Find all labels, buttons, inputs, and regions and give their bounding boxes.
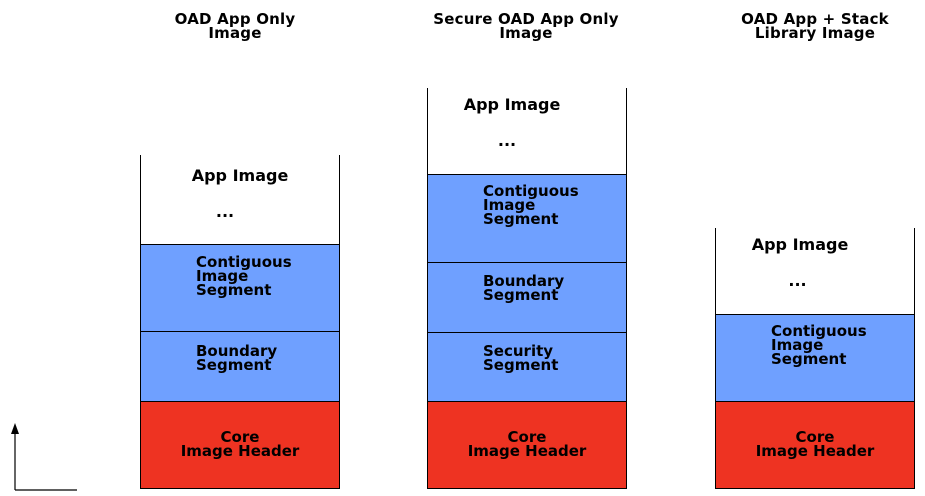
security-label: Security Segment <box>483 342 559 374</box>
title-oad-app-only: OAD App Only Image <box>174 10 296 42</box>
contiguous-label: Contiguous Image Segment <box>196 253 292 299</box>
core-image-header: Core Image Header <box>140 401 340 489</box>
app-image-text: App Image <box>751 235 849 254</box>
app-image-ellipsis: ... <box>788 271 807 290</box>
core-image-header: Core Image Header <box>427 401 627 489</box>
app-image-label: App Image ... <box>170 149 310 239</box>
contiguous-image-segment: Contiguous Image Segment <box>715 314 915 402</box>
contiguous-image-segment: Contiguous Image Segment <box>427 174 627 263</box>
title-oad-app-stack-library: OAD App + Stack Library Image <box>741 10 889 42</box>
core-image-header: Core Image Header <box>715 401 915 489</box>
contiguous-image-segment: Contiguous Image Segment <box>140 244 340 332</box>
title-secure-oad-app-only: Secure OAD App Only Image <box>433 10 619 42</box>
app-image-label: App Image ... <box>442 78 582 168</box>
contiguous-label: Contiguous Image Segment <box>771 322 867 368</box>
security-segment: Security Segment <box>427 332 627 403</box>
boundary-label: Boundary Segment <box>196 342 278 374</box>
contiguous-label: Contiguous Image Segment <box>483 182 579 228</box>
app-image-text: App Image <box>191 166 289 185</box>
column-oad-app-only: App Image ... Contiguous Image Segment B… <box>140 155 340 489</box>
app-image-label: App Image ... <box>730 218 870 308</box>
column-secure-oad-app-only: App Image ... Contiguous Image Segment B… <box>427 88 627 489</box>
address-axis-arrow-icon <box>11 423 77 491</box>
app-image-text: App Image <box>463 95 561 114</box>
app-image-ellipsis: ... <box>215 202 235 221</box>
core-label: Core Image Header <box>180 428 300 460</box>
core-label: Core Image Header <box>755 428 875 460</box>
boundary-segment: Boundary Segment <box>427 262 627 333</box>
boundary-segment: Boundary Segment <box>140 331 340 402</box>
column-oad-app-stack-library: App Image ... Contiguous Image Segment C… <box>715 228 915 489</box>
boundary-label: Boundary Segment <box>483 272 565 304</box>
core-label: Core Image Header <box>467 428 587 460</box>
app-image-ellipsis: ... <box>497 131 517 150</box>
